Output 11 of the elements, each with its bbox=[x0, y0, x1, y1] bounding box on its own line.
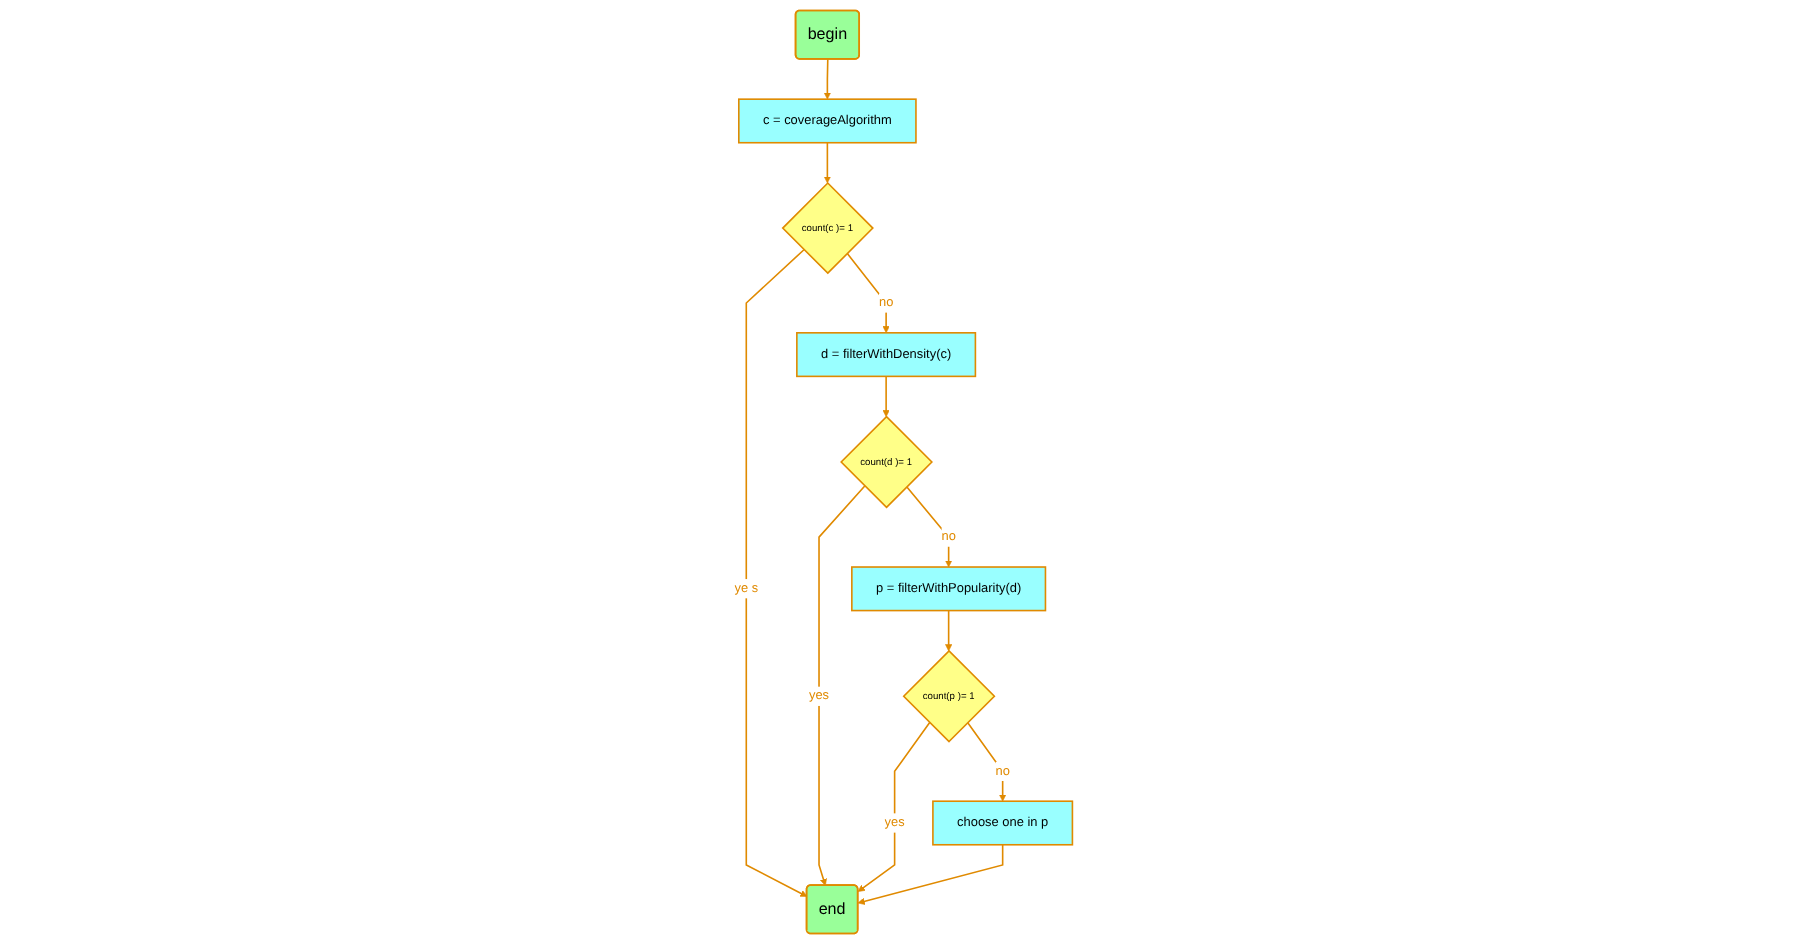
arrow bbox=[883, 375, 891, 418]
arrow bbox=[824, 58, 832, 100]
arrow bbox=[846, 252, 891, 334]
arrow bbox=[818, 485, 867, 886]
arrow bbox=[906, 486, 953, 568]
arrow bbox=[967, 721, 1007, 802]
arrow bbox=[746, 248, 808, 897]
arrow bbox=[945, 609, 953, 652]
arrow bbox=[858, 721, 932, 892]
arrow bbox=[858, 844, 1005, 905]
arrow bbox=[824, 141, 832, 184]
